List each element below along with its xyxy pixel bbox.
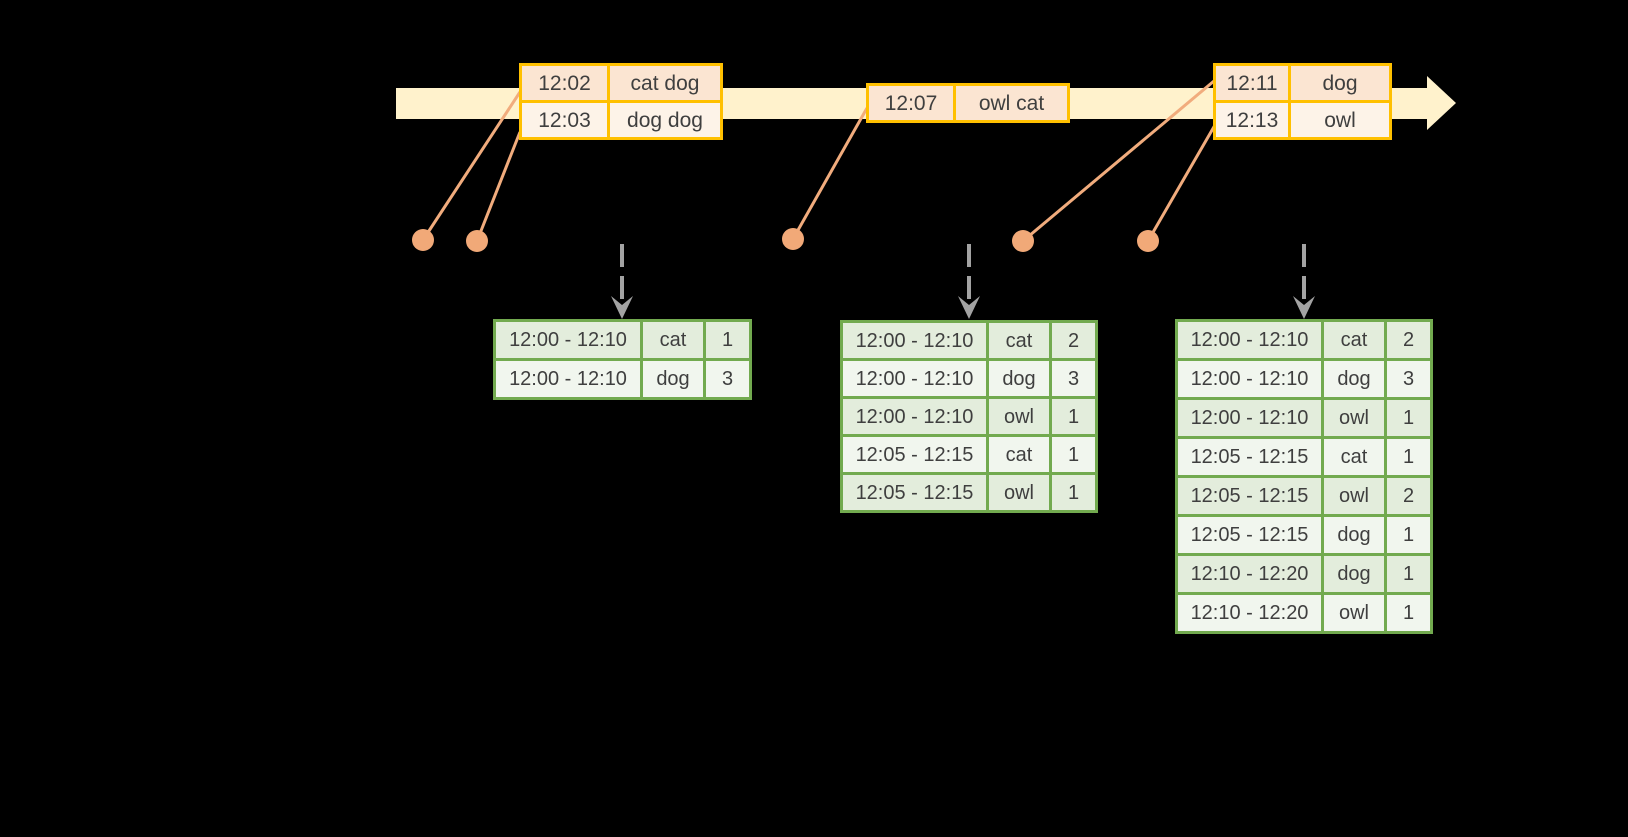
trigger-arrow-icon — [611, 244, 633, 319]
word-cell: dog — [989, 361, 1049, 396]
count-cell: 1 — [1387, 517, 1430, 553]
event-words: cat dog — [610, 66, 720, 100]
event-box: 12:11 dog 12:13 owl — [1213, 63, 1392, 140]
count-cell: 2 — [1387, 478, 1430, 514]
count-cell: 1 — [1387, 400, 1430, 436]
result-table: 12:00 - 12:10 cat 2 12:00 - 12:10 dog 3 … — [1175, 319, 1433, 634]
event-dot-icon — [412, 229, 434, 251]
word-cell: cat — [989, 323, 1049, 358]
window-cell: 12:05 - 12:15 — [1178, 517, 1321, 553]
window-cell: 12:05 - 12:15 — [843, 475, 986, 510]
word-cell: cat — [1324, 439, 1384, 475]
count-cell: 1 — [1387, 595, 1430, 631]
word-cell: dog — [1324, 556, 1384, 592]
word-cell: owl — [1324, 400, 1384, 436]
event-words: dog dog — [610, 103, 720, 137]
word-cell: dog — [1324, 517, 1384, 553]
trigger-arrow-icon — [1293, 244, 1315, 319]
window-cell: 12:10 - 12:20 — [1178, 595, 1321, 631]
event-box: 12:02 cat dog 12:03 dog dog — [519, 63, 723, 140]
word-cell: cat — [643, 322, 703, 358]
event-dot-icon — [1012, 230, 1034, 252]
event-connector-line — [1022, 79, 1215, 243]
window-cell: 12:05 - 12:15 — [843, 437, 986, 472]
event-words: dog — [1291, 66, 1389, 100]
count-cell: 1 — [706, 322, 749, 358]
word-cell: dog — [643, 361, 703, 397]
word-cell: dog — [1324, 361, 1384, 397]
event-time: 12:13 — [1216, 103, 1288, 137]
window-cell: 12:00 - 12:10 — [843, 399, 986, 434]
event-dot-icon — [466, 230, 488, 252]
word-cell: owl — [1324, 595, 1384, 631]
event-connector-line — [421, 91, 522, 241]
event-connector-line — [1146, 124, 1217, 242]
count-cell: 1 — [1052, 399, 1095, 434]
timeline-arrowhead-icon — [1427, 76, 1456, 130]
event-connector-line — [791, 107, 869, 240]
count-cell: 1 — [1052, 437, 1095, 472]
window-cell: 12:00 - 12:10 — [1178, 400, 1321, 436]
word-cell: owl — [1324, 478, 1384, 514]
window-cell: 12:00 - 12:10 — [1178, 361, 1321, 397]
window-cell: 12:10 - 12:20 — [1178, 556, 1321, 592]
event-dot-icon — [1137, 230, 1159, 252]
event-time: 12:02 — [522, 66, 607, 100]
window-cell: 12:00 - 12:10 — [496, 361, 640, 397]
window-cell: 12:00 - 12:10 — [843, 323, 986, 358]
event-time: 12:03 — [522, 103, 607, 137]
window-cell: 12:05 - 12:15 — [1178, 478, 1321, 514]
event-time: 12:11 — [1216, 66, 1288, 100]
count-cell: 3 — [1052, 361, 1095, 396]
word-cell: owl — [989, 399, 1049, 434]
event-dot-icon — [782, 228, 804, 250]
count-cell: 2 — [1052, 323, 1095, 358]
event-words: owl — [1291, 103, 1389, 137]
trigger-arrow-icon — [958, 244, 980, 319]
event-words: owl cat — [956, 86, 1067, 120]
word-cell: cat — [989, 437, 1049, 472]
event-connector-line — [475, 131, 522, 242]
word-cell: cat — [1324, 322, 1384, 358]
event-box: 12:07 owl cat — [866, 83, 1070, 123]
window-cell: 12:00 - 12:10 — [843, 361, 986, 396]
window-cell: 12:05 - 12:15 — [1178, 439, 1321, 475]
event-time: 12:07 — [869, 86, 953, 120]
word-cell: owl — [989, 475, 1049, 510]
count-cell: 2 — [1387, 322, 1430, 358]
count-cell: 1 — [1387, 439, 1430, 475]
count-cell: 3 — [1387, 361, 1430, 397]
count-cell: 1 — [1052, 475, 1095, 510]
count-cell: 1 — [1387, 556, 1430, 592]
count-cell: 3 — [706, 361, 749, 397]
window-cell: 12:00 - 12:10 — [1178, 322, 1321, 358]
result-table: 12:00 - 12:10 cat 2 12:00 - 12:10 dog 3 … — [840, 320, 1098, 513]
window-cell: 12:00 - 12:10 — [496, 322, 640, 358]
result-table: 12:00 - 12:10 cat 1 12:00 - 12:10 dog 3 — [493, 319, 752, 400]
